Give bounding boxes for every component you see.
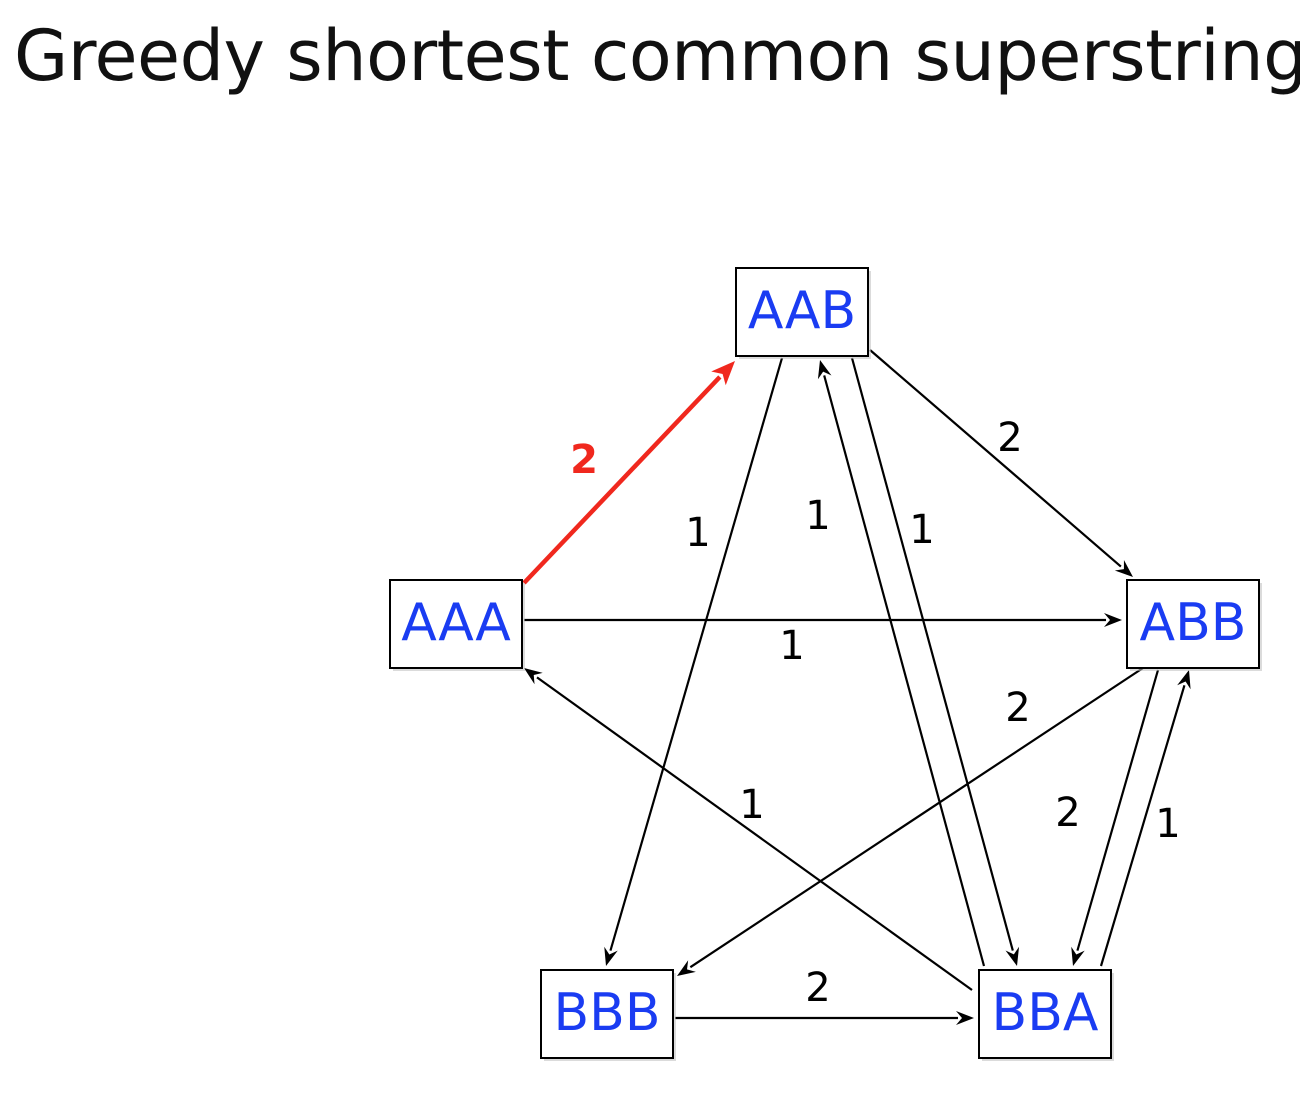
edge-weight-label: 2 <box>570 437 598 483</box>
edge-line <box>522 375 722 585</box>
node-label: BBB <box>553 983 660 1043</box>
arrowhead-icon <box>1005 946 1020 966</box>
node-aab: AAB <box>735 267 871 359</box>
edge-weight-label: 2 <box>805 965 830 1011</box>
node-box <box>540 969 674 1059</box>
edge-abb-to-bbb: 2 <box>677 667 1144 976</box>
node-label: AAB <box>748 281 856 341</box>
edge-aaa-to-abb: 1 <box>524 613 1122 669</box>
edge-line <box>869 349 1122 568</box>
node-label: AAA <box>401 593 511 653</box>
node-box <box>1126 579 1260 669</box>
page-title: Greedy shortest common superstring <box>14 15 1300 97</box>
edge-aaa-to-aab: 2 <box>522 361 735 585</box>
edge-abb-to-bba: 2 <box>1055 669 1160 966</box>
edge-aab-to-bba: 1 <box>850 357 1020 966</box>
arrowhead-icon <box>604 946 618 966</box>
arrowhead-icon <box>711 361 735 386</box>
edge-weight-label: 1 <box>909 507 934 553</box>
arrowhead-icon <box>677 960 696 976</box>
edge-line <box>609 357 784 951</box>
node-box <box>389 579 523 669</box>
edge-line <box>823 375 986 967</box>
node-label: BBA <box>992 983 1099 1043</box>
edge-bba-to-aab: 1 <box>805 360 986 967</box>
edge-weight-label: 1 <box>739 782 764 828</box>
node-aaa: AAA <box>389 579 525 671</box>
edge-line <box>689 667 1144 969</box>
node-bbb: BBB <box>540 969 676 1061</box>
arrowhead-icon <box>1104 613 1122 627</box>
edge-bba-to-abb: 1 <box>1099 670 1191 967</box>
arrowhead-icon <box>1177 670 1191 690</box>
arrowhead-icon <box>1114 559 1133 577</box>
node-box <box>735 267 869 357</box>
edge-line <box>1076 669 1160 951</box>
node-abb: ABB <box>1126 579 1262 671</box>
node-box <box>978 969 1112 1059</box>
arrowhead-icon <box>956 1011 974 1025</box>
arrowhead-icon <box>1071 946 1085 966</box>
edge-weight-label: 2 <box>997 415 1022 461</box>
edge-aab-to-abb: 2 <box>869 349 1133 577</box>
edge-line <box>1099 685 1186 967</box>
edge-weight-label: 1 <box>779 623 804 669</box>
edge-line <box>850 357 1014 951</box>
edge-bbb-to-bba: 2 <box>675 965 974 1025</box>
edge-weight-label: 1 <box>685 510 710 556</box>
edge-weight-label: 1 <box>805 493 830 539</box>
edge-weight-label: 2 <box>1055 790 1080 836</box>
edge-aab-to-bbb: 1 <box>604 357 784 966</box>
arrowhead-icon <box>524 668 543 685</box>
node-label: ABB <box>1140 593 1247 653</box>
edge-weight-label: 1 <box>1155 801 1180 847</box>
edge-bba-to-aaa: 1 <box>524 668 973 991</box>
edge-weight-label: 2 <box>1005 685 1030 731</box>
edge-line <box>536 676 973 991</box>
node-bba: BBA <box>978 969 1114 1061</box>
arrowhead-icon <box>817 360 832 380</box>
